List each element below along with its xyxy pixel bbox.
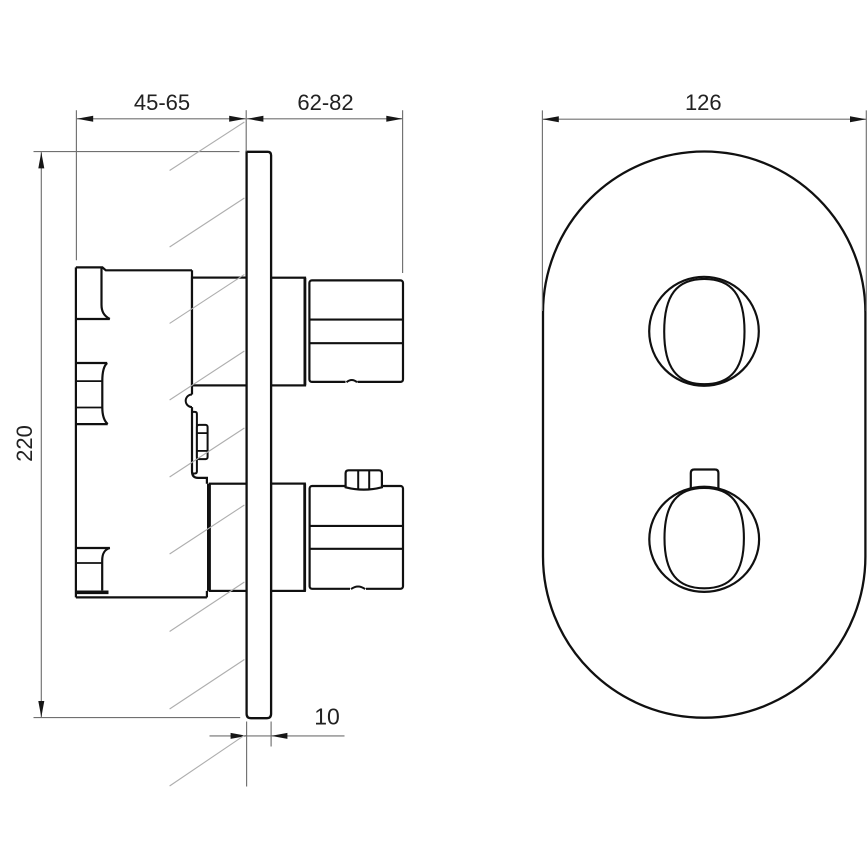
svg-text:62-82: 62-82 bbox=[297, 90, 353, 115]
svg-text:45-65: 45-65 bbox=[134, 90, 190, 115]
svg-text:10: 10 bbox=[314, 704, 340, 730]
svg-text:220: 220 bbox=[12, 425, 37, 462]
svg-text:126: 126 bbox=[685, 90, 722, 115]
